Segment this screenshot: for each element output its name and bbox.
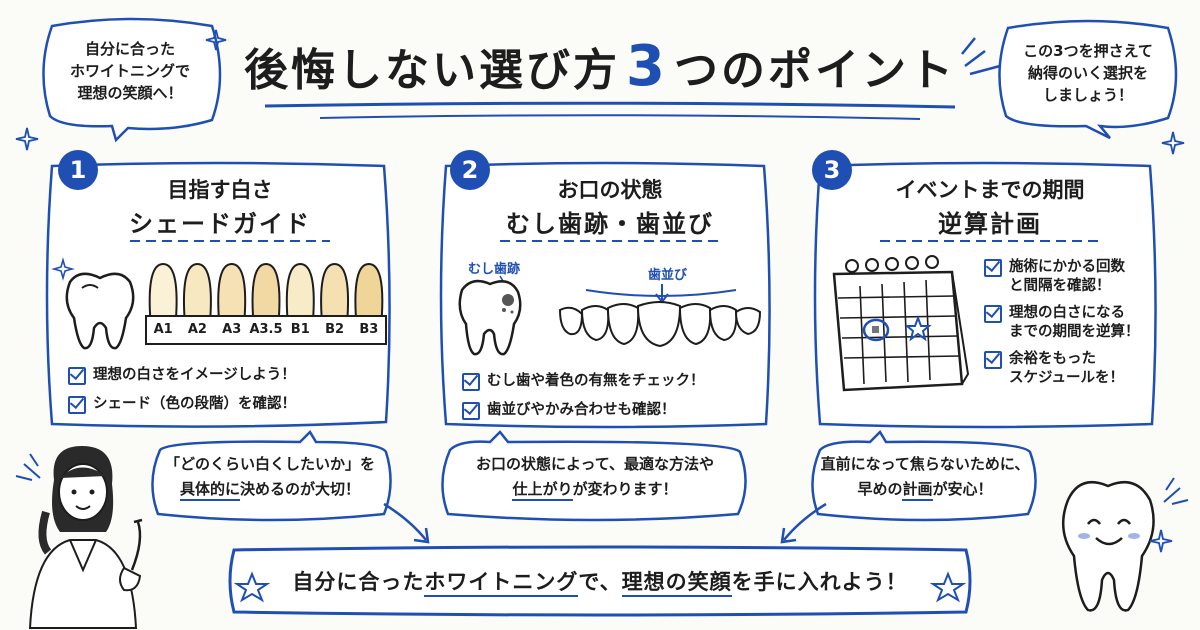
card-3-subtitle: 逆算計画 — [938, 210, 1042, 238]
left-bubble-text: 自分に合った ホワイトニングで 理想の笑顔へ！ — [69, 40, 190, 102]
sparkle-icon — [1161, 131, 1185, 155]
shade-label: A2 — [187, 322, 207, 337]
shade-label: B3 — [359, 322, 379, 337]
shade-tab — [217, 262, 247, 317]
card-2-number-badge: 2 — [450, 150, 490, 190]
check-item: 施術にかかる回数と間隔を確認！ — [984, 258, 1160, 296]
right-speech-bubble — [998, 19, 1178, 140]
check-item: むし歯や着色の有無をチェック！ — [462, 372, 772, 391]
title-suffix: つのポイント — [673, 45, 956, 96]
shade-guide — [145, 262, 387, 345]
mid-bubble-2 — [441, 430, 747, 522]
card-2-dashed-line — [500, 240, 720, 242]
checkbox-icon — [984, 305, 1002, 323]
alignment-label: 歯並び — [648, 268, 688, 283]
check-item: 理想の白さになるまでの期間を逆算！ — [984, 304, 1160, 342]
title-prefix: 後悔しない選び方 — [244, 45, 621, 96]
mid-bubble-1 — [151, 429, 392, 522]
sparkle-icon — [205, 29, 227, 51]
mid-bubble-1-text: 「どのくらい白くしたいか」を 具体的に決めるのが大切！ — [150, 452, 390, 502]
card-1-number-badge: 1 — [58, 150, 98, 190]
shade-tab — [320, 262, 350, 317]
mid-bubble-3-text: 直前になって焦らないために、 早めの計画が安心！ — [810, 452, 1040, 502]
card-1-checklist: 理想の白さをイメージしよう！ シェード（色の段階）を確認！ — [68, 366, 388, 414]
card-2-checklist: むし歯や着色の有無をチェック！ 歯並びやかみ合わせも確認！ — [462, 372, 772, 420]
shade-labels: A1 A2 A3 A3.5 B1 B2 B3 — [146, 322, 386, 337]
checkbox-icon — [462, 373, 480, 391]
tooth-icon — [65, 272, 135, 350]
check-item: シェード（色の段階）を確認！ — [68, 395, 388, 414]
title-sparkle-lines — [961, 37, 1001, 76]
shade-tab — [182, 262, 212, 317]
shade-label: B2 — [325, 322, 345, 337]
card-3-dashed-line — [880, 240, 1100, 242]
sparkle-icon — [15, 127, 39, 151]
card-1-dashed-line — [130, 240, 330, 242]
smiling-tooth-character-illustration — [1061, 481, 1155, 612]
arrow-icon — [780, 502, 827, 544]
mid-bubble-2-text: お口の状態によって、最適な方法や 仕上がりが変わります！ — [440, 452, 750, 502]
shade-tab — [285, 262, 315, 317]
calendar-icon — [832, 255, 970, 392]
cavity-label: むし歯跡 — [468, 262, 521, 277]
card-2-frame — [439, 161, 771, 429]
arrow-icon — [383, 502, 430, 544]
card-1-subtitle: シェードガイド — [129, 210, 311, 238]
mid-bubble-3 — [811, 429, 1037, 522]
card-2-title: お口の状態 — [557, 178, 663, 202]
shade-label: A3.5 — [249, 322, 283, 337]
sparkle-lines — [1163, 477, 1189, 505]
checkbox-icon — [984, 351, 1002, 369]
bottom-banner-frame — [228, 545, 972, 617]
shade-tab — [354, 262, 384, 317]
title-underline — [264, 101, 956, 120]
checkbox-icon — [462, 402, 480, 420]
checkbox-icon — [984, 259, 1002, 277]
shade-label: B1 — [290, 322, 310, 337]
dentist-character-illustration — [28, 446, 143, 629]
sparkle-icon — [1149, 529, 1173, 553]
shade-tab — [251, 262, 281, 317]
right-bubble-text: この3つを押さえて 納得のいく選択を しましょう！ — [1023, 42, 1153, 104]
shade-tab — [148, 262, 178, 317]
check-item: 歯並びやかみ合わせも確認！ — [462, 401, 772, 420]
left-speech-bubble — [42, 17, 222, 143]
card-3-title: イベントまでの期間 — [895, 178, 1085, 202]
teeth-row-icon — [558, 284, 762, 348]
checkbox-icon — [68, 367, 86, 385]
title-number: 3 — [626, 34, 668, 99]
card-3-checklist: 施術にかかる回数と間隔を確認！ 理想の白さになるまでの期間を逆算！ 余裕をもった… — [984, 258, 1160, 388]
checkbox-icon — [68, 396, 86, 414]
sparkle-icon — [51, 257, 75, 281]
shade-label: A3 — [222, 322, 242, 337]
sparkle-lines — [15, 453, 41, 481]
cavity-tooth-icon — [458, 275, 522, 356]
card-2-subtitle: むし歯跡・歯並び — [506, 210, 714, 238]
card-1-title: 目指す白さ — [167, 178, 273, 202]
banner-text: 自分に合ったホワイトニングで、理想の笑顔を手に入れよう！ — [272, 566, 928, 597]
shade-label: A1 — [153, 322, 173, 337]
check-item: 理想の白さをイメージしよう！ — [68, 366, 388, 385]
card-3-number-badge: 3 — [812, 150, 852, 190]
check-item: 余裕をもったスケジュールを！ — [984, 350, 1160, 388]
